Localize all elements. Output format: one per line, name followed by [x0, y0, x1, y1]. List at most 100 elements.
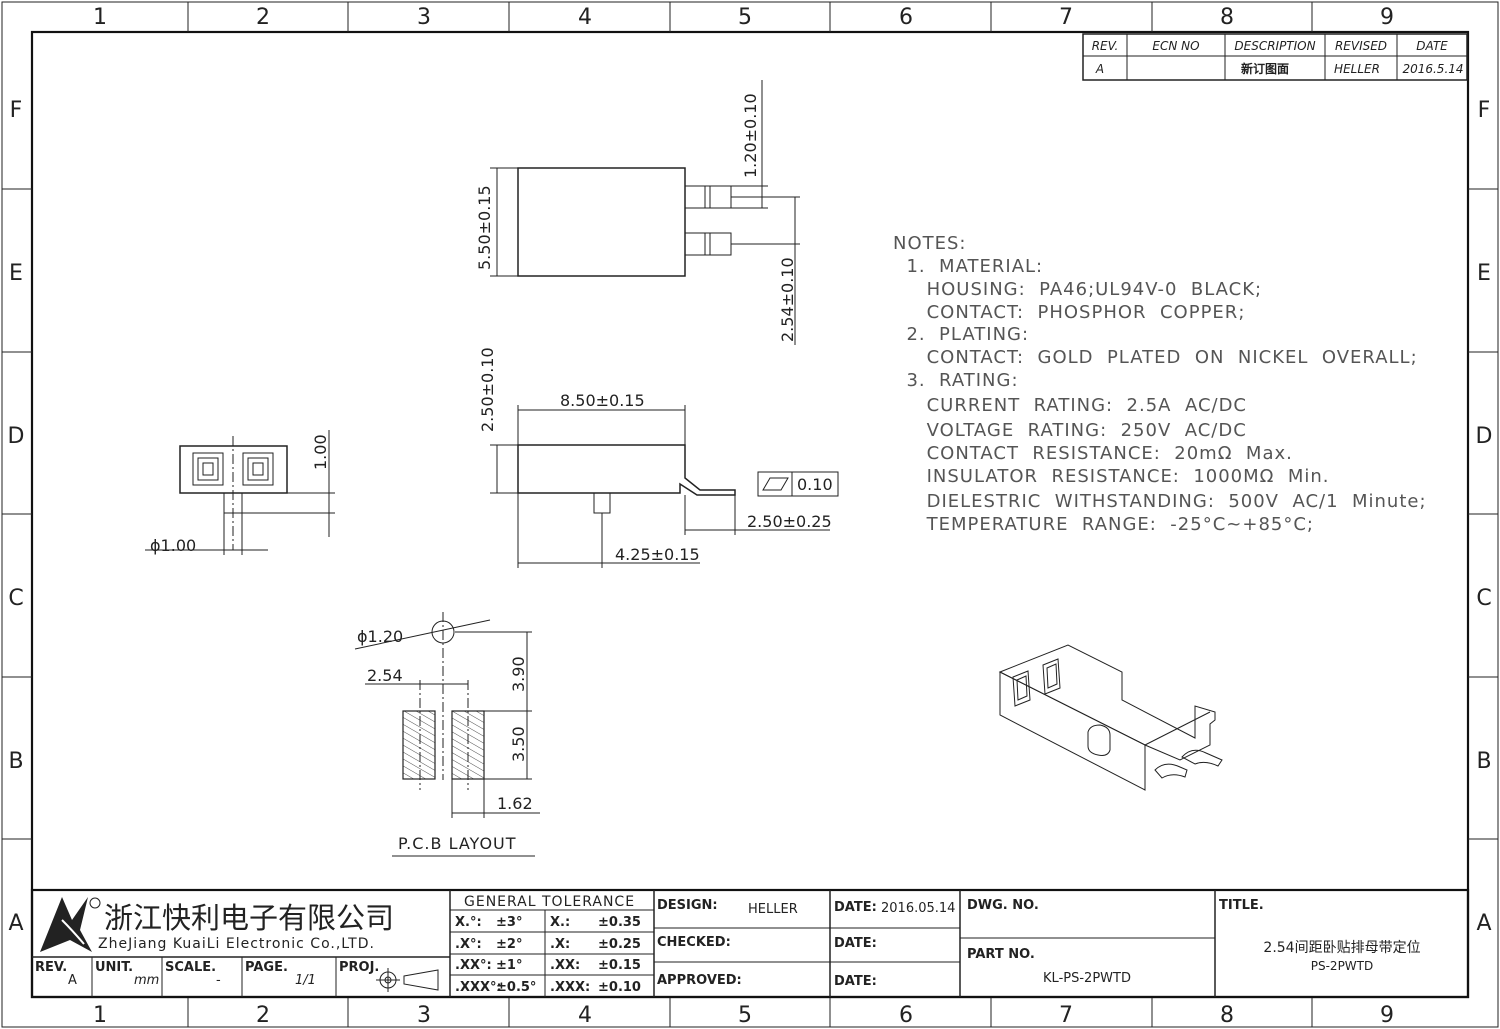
dim-pin-width: 1.20±0.10 — [741, 93, 760, 178]
col-label-7: 7 — [1059, 5, 1073, 30]
tol-angle-label-2: .XX°: — [455, 958, 492, 973]
company-name-en: ZheJiang KuaiLi Electronic Co.,LTD. — [98, 936, 375, 952]
tol-linear-label-2: .XX: — [550, 958, 580, 973]
dim-hole-dia: ϕ1.20 — [357, 627, 403, 646]
revised-header: REVISED — [1335, 39, 1387, 53]
dim-pitch: 2.54±0.10 — [778, 257, 797, 342]
col-label-8: 8 — [1220, 5, 1234, 30]
tol-angle-value-2: ±1° — [496, 958, 522, 973]
flatness-value: 0.10 — [797, 475, 833, 494]
col-label-5: 5 — [738, 5, 752, 30]
col-label-3-bottom: 3 — [417, 1003, 431, 1028]
approved-label: APPROVED: — [657, 973, 742, 988]
note-line-12: TEMPERATURE RANGE: -25°C~+85°C; — [893, 514, 1314, 535]
col-label-6: 6 — [899, 5, 913, 30]
note-line-10: INSULATOR RESISTANCE: 1000MΩ Min. — [893, 466, 1330, 487]
col-label-1: 1 — [93, 5, 107, 30]
dim-side-height: 2.50±0.10 — [478, 347, 497, 432]
note-line-4: 2. PLATING: — [893, 324, 1029, 345]
front-view: 1.00 ϕ1.00 — [145, 430, 335, 555]
row-label-C: C — [8, 586, 23, 611]
row-label-A: A — [8, 911, 23, 936]
dwg-no-label: DWG. NO. — [967, 898, 1039, 913]
note-line-7: CURRENT RATING: 2.5A AC/DC — [893, 395, 1247, 416]
date-label-3: DATE: — [834, 974, 877, 989]
row-label-B: B — [8, 749, 23, 774]
design-value: HELLER — [748, 902, 798, 917]
col-label-4: 4 — [578, 5, 592, 30]
row-label-B-right: B — [1476, 749, 1491, 774]
row-label-C-right: C — [1476, 586, 1491, 611]
tol-linear-value-2: ±0.15 — [598, 958, 641, 973]
unit-value: mm — [134, 973, 159, 988]
title-cn: 2.54间距卧贴排母带定位 — [1263, 940, 1420, 956]
projection-symbol-icon — [376, 968, 439, 992]
part-no-value: KL-PS-2PWTD — [1043, 971, 1131, 986]
notes-block: NOTES: 1. MATERIAL: HOUSING: PA46;UL94V-… — [893, 233, 1427, 535]
tol-linear-label-0: X.: — [550, 915, 570, 930]
tolerance-title: GENERAL TOLERANCE — [464, 894, 635, 910]
revision-table: REV. ECN NO DESCRIPTION REVISED DATE A 新… — [1082, 33, 1468, 81]
dim-top-height: 5.50±0.15 — [475, 185, 494, 270]
col-label-9: 9 — [1380, 5, 1394, 30]
note-line-2: HOUSING: PA46;UL94V-0 BLACK; — [893, 279, 1262, 300]
date-label-2: DATE: — [834, 936, 877, 951]
row-label-F-right: F — [1478, 98, 1491, 123]
row-label-A-right: A — [1476, 911, 1491, 936]
revised-value: HELLER — [1334, 62, 1380, 76]
col-label-8-bottom: 8 — [1220, 1003, 1234, 1028]
note-line-11: DIELESTRIC WITHSTANDING: 500V AC/1 Minut… — [893, 491, 1427, 512]
dim-pin-extend: 2.50±0.25 — [747, 512, 832, 531]
dim-pad-width: 1.62 — [497, 794, 533, 813]
scale-label: SCALE. — [165, 960, 216, 975]
tol-linear-label-1: .X: — [550, 937, 570, 952]
note-line-3: CONTACT: PHOSPHOR COPPER; — [893, 302, 1245, 323]
date-value: 2016.5.14 — [1402, 62, 1463, 76]
date-label-1: DATE: — [834, 900, 877, 915]
part-no-label: PART NO. — [967, 947, 1035, 962]
col-label-5-bottom: 5 — [738, 1003, 752, 1028]
title-block: 浙江快利电子有限公司 ZheJiang KuaiLi Electronic Co… — [30, 888, 1470, 999]
note-line-8: VOLTAGE RATING: 250V AC/DC — [893, 420, 1247, 441]
dim-pad-length: 3.50 — [509, 726, 528, 762]
rev-value: A — [68, 973, 77, 988]
tol-angle-label-3: .XXX°: — [455, 980, 502, 995]
dim-pcb-offset: 3.90 — [509, 656, 528, 692]
dim-post-dia: ϕ1.00 — [150, 536, 196, 555]
tol-angle-label-0: X.°: — [455, 915, 482, 930]
pcb-layout: ϕ1.20 2.54 3.90 3.50 1.62 P.C.B LAYOUT — [354, 612, 540, 857]
row-label-D-right: D — [1476, 424, 1493, 449]
row-label-E-right: E — [1477, 261, 1491, 286]
dim-pcb-pitch: 2.54 — [367, 666, 403, 685]
unit-label: UNIT. — [95, 960, 133, 975]
col-label-2-bottom: 2 — [256, 1003, 270, 1028]
title-en: PS-2PWTD — [1311, 959, 1374, 973]
note-line-1: 1. MATERIAL: — [893, 256, 1043, 277]
dim-front-height: 1.00 — [311, 434, 330, 470]
page-value: 1/1 — [295, 973, 316, 988]
tol-linear-label-3: .XXX: — [550, 980, 590, 995]
rev-label: REV. — [35, 960, 67, 975]
col-label-2: 2 — [256, 5, 270, 30]
date-header: DATE — [1416, 39, 1448, 53]
note-line-5: CONTACT: GOLD PLATED ON NICKEL OVERALL; — [893, 347, 1418, 368]
tol-angle-value-1: ±2° — [496, 937, 522, 952]
rev-header: REV. — [1092, 39, 1119, 53]
date-value: 2016.05.14 — [881, 901, 955, 916]
proj-label: PROJ. — [339, 960, 379, 975]
rev-value: A — [1095, 62, 1104, 76]
dim-post-offset: 4.25±0.15 — [615, 545, 700, 564]
col-label-4-bottom: 4 — [578, 1003, 592, 1028]
pcb-layout-label: P.C.B LAYOUT — [398, 834, 517, 853]
notes-title: NOTES: — [893, 233, 967, 254]
design-label: DESIGN: — [657, 898, 718, 913]
side-view: 2.50±0.10 8.50±0.15 0.10 2.50±0.25 4.25±… — [478, 347, 839, 568]
scale-value: - — [216, 973, 221, 988]
row-label-D: D — [8, 424, 25, 449]
col-label-1-bottom: 1 — [93, 1003, 107, 1028]
description-value: 新订图面 — [1241, 61, 1289, 76]
dim-body-length: 8.50±0.15 — [560, 391, 645, 410]
col-label-3: 3 — [417, 5, 431, 30]
note-line-9: CONTACT RESISTANCE: 20mΩ Max. — [893, 443, 1293, 464]
